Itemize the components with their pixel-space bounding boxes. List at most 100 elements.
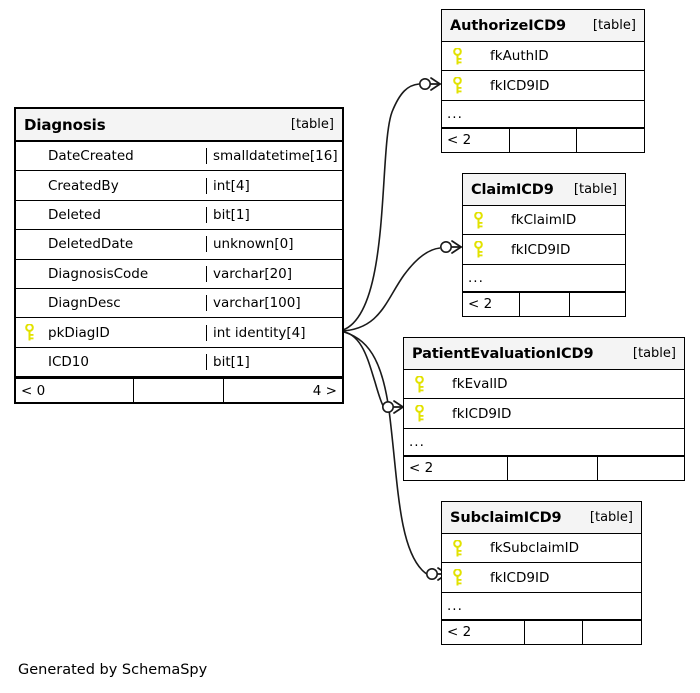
- table-row-foreign-key[interactable]: fkICD9ID: [442, 563, 641, 593]
- crowfoot-patientevaluationicd9: [393, 400, 404, 414]
- table-patientevaluationicd9-header: PatientEvaluationICD9 [table]: [404, 338, 684, 370]
- table-diagnosis-kind: [table]: [290, 117, 334, 132]
- table-claimicd9-kind: [table]: [573, 182, 617, 197]
- column-name: pkDiagID: [48, 324, 110, 341]
- footer-parent-count: < 2: [463, 292, 520, 316]
- table-row-foreign-key[interactable]: fkICD9ID: [442, 71, 644, 101]
- column-name: DiagnDesc: [48, 295, 121, 312]
- footer-parent-count: < 2: [442, 620, 525, 644]
- table-diagnosis-title: Diagnosis: [24, 115, 106, 134]
- footer-parent-count: < 2: [404, 456, 508, 480]
- footer-child-count: [570, 293, 625, 316]
- primary-key-icon: [463, 211, 493, 229]
- crowfoot-claimicd9: [451, 240, 462, 254]
- footer-middle: [520, 292, 570, 316]
- table-row-foreign-key[interactable]: fkClaimID: [463, 206, 625, 236]
- edge-diagnosis-claimicd9: [339, 247, 441, 332]
- primary-key-icon: [463, 241, 493, 258]
- primary-key-icon: [442, 569, 472, 586]
- footer-child-count: 4 >: [312, 382, 337, 399]
- column-name: DeletedDate: [48, 236, 134, 253]
- column-name: ICD10: [48, 353, 89, 370]
- column-name: fkClaimID: [511, 212, 577, 229]
- table-patientevaluationicd9[interactable]: PatientEvaluationICD9 [table] fkEvalID: [403, 337, 685, 481]
- column-name: fkICD9ID: [511, 241, 571, 258]
- table-row-foreign-key[interactable]: fkICD9ID: [404, 399, 684, 429]
- table-row-foreign-key[interactable]: fkICD9ID: [463, 235, 625, 265]
- table-row[interactable]: Deleted bit[1]: [16, 201, 342, 231]
- column-name: fkICD9ID: [490, 569, 550, 586]
- more-columns-indicator: ...: [463, 265, 625, 292]
- column-type: bit[1]: [206, 206, 342, 223]
- table-row-foreign-key[interactable]: fkSubclaimID: [442, 534, 641, 564]
- table-claimicd9-header: ClaimICD9 [table]: [463, 174, 625, 206]
- column-type: int[4]: [206, 177, 342, 194]
- cardinality-zero-subclaimicd9: [425, 567, 438, 580]
- table-patientevaluationicd9-footer: < 2: [404, 455, 684, 480]
- edge-diagnosis-patientevaluationicd9: [339, 330, 385, 408]
- primary-key-icon: [442, 47, 472, 65]
- more-columns-indicator: ...: [404, 429, 684, 456]
- table-row-foreign-key[interactable]: fkEvalID: [404, 370, 684, 400]
- table-row[interactable]: DiagnosisCode varchar[20]: [16, 260, 342, 289]
- primary-key-icon: [404, 375, 434, 393]
- column-type: int identity[4]: [206, 324, 342, 341]
- more-columns-indicator: ...: [442, 593, 641, 620]
- table-authorizeicd9-title: AuthorizeICD9: [450, 17, 567, 34]
- table-subclaimicd9-footer: < 2: [442, 619, 641, 644]
- footer-parent-count: < 0: [16, 379, 134, 403]
- footer-middle: [508, 456, 598, 480]
- table-row[interactable]: CreatedBy int[4]: [16, 171, 342, 201]
- column-type: varchar[20]: [206, 265, 342, 282]
- table-row[interactable]: DateCreated smalldatetime[16]: [16, 142, 342, 172]
- edge-diagnosis-authorizeicd9: [339, 83, 420, 332]
- table-row[interactable]: ICD10 bit[1]: [16, 348, 342, 378]
- table-row[interactable]: DiagnDesc varchar[100]: [16, 289, 342, 319]
- column-name: fkSubclaimID: [490, 540, 579, 557]
- footer-parent-count: < 2: [442, 128, 510, 152]
- column-name: CreatedBy: [48, 177, 119, 194]
- column-name: fkAuthID: [490, 48, 549, 65]
- footer-middle: [510, 128, 577, 152]
- column-type: bit[1]: [206, 353, 342, 370]
- table-diagnosis-footer: < 0 4 >: [16, 377, 342, 403]
- column-name: Deleted: [48, 206, 101, 223]
- table-patientevaluationicd9-kind: [table]: [632, 346, 676, 361]
- table-diagnosis[interactable]: Diagnosis [table] DateCreated smalldatet…: [14, 107, 344, 405]
- primary-key-icon: [442, 539, 472, 557]
- table-authorizeicd9-header: AuthorizeICD9 [table]: [442, 10, 644, 42]
- footer-child-count: [577, 129, 644, 152]
- table-subclaimicd9[interactable]: SubclaimICD9 [table] fkSubclaimID: [441, 501, 642, 645]
- crowfoot-authorizeicd9: [430, 77, 441, 91]
- table-row-foreign-key[interactable]: fkAuthID: [442, 42, 644, 72]
- column-name: fkICD9ID: [490, 77, 550, 94]
- primary-key-icon: [442, 77, 472, 94]
- cardinality-zero-claimicd9: [439, 241, 452, 254]
- table-diagnosis-header: Diagnosis [table]: [16, 109, 342, 142]
- column-name: DiagnosisCode: [48, 265, 149, 282]
- primary-key-icon: [16, 324, 42, 341]
- table-subclaimicd9-header: SubclaimICD9 [table]: [442, 502, 641, 534]
- table-authorizeicd9-kind: [table]: [592, 18, 636, 33]
- table-row[interactable]: DeletedDate unknown[0]: [16, 230, 342, 260]
- generated-by-credit: Generated by SchemaSpy: [18, 662, 208, 678]
- more-columns-indicator: ...: [442, 101, 644, 128]
- table-claimicd9-footer: < 2: [463, 291, 625, 316]
- table-authorizeicd9-footer: < 2: [442, 127, 644, 152]
- table-subclaimicd9-kind: [table]: [589, 510, 633, 525]
- footer-middle: [134, 379, 224, 403]
- table-row-primary-key[interactable]: pkDiagID int identity[4]: [16, 318, 342, 348]
- column-name: fkEvalID: [452, 376, 508, 393]
- column-type: smalldatetime[16]: [206, 148, 342, 165]
- table-authorizeicd9[interactable]: AuthorizeICD9 [table] fkAuthID: [441, 9, 645, 153]
- primary-key-icon: [404, 405, 434, 422]
- footer-middle: [525, 620, 583, 644]
- footer-child-count: [598, 457, 684, 480]
- column-name: DateCreated: [48, 148, 134, 165]
- table-subclaimicd9-title: SubclaimICD9: [450, 509, 562, 526]
- table-claimicd9[interactable]: ClaimICD9 [table] fkClaimID: [462, 173, 626, 317]
- footer-child-count: [583, 621, 641, 644]
- column-type: varchar[100]: [206, 295, 342, 312]
- table-claimicd9-title: ClaimICD9: [471, 181, 554, 198]
